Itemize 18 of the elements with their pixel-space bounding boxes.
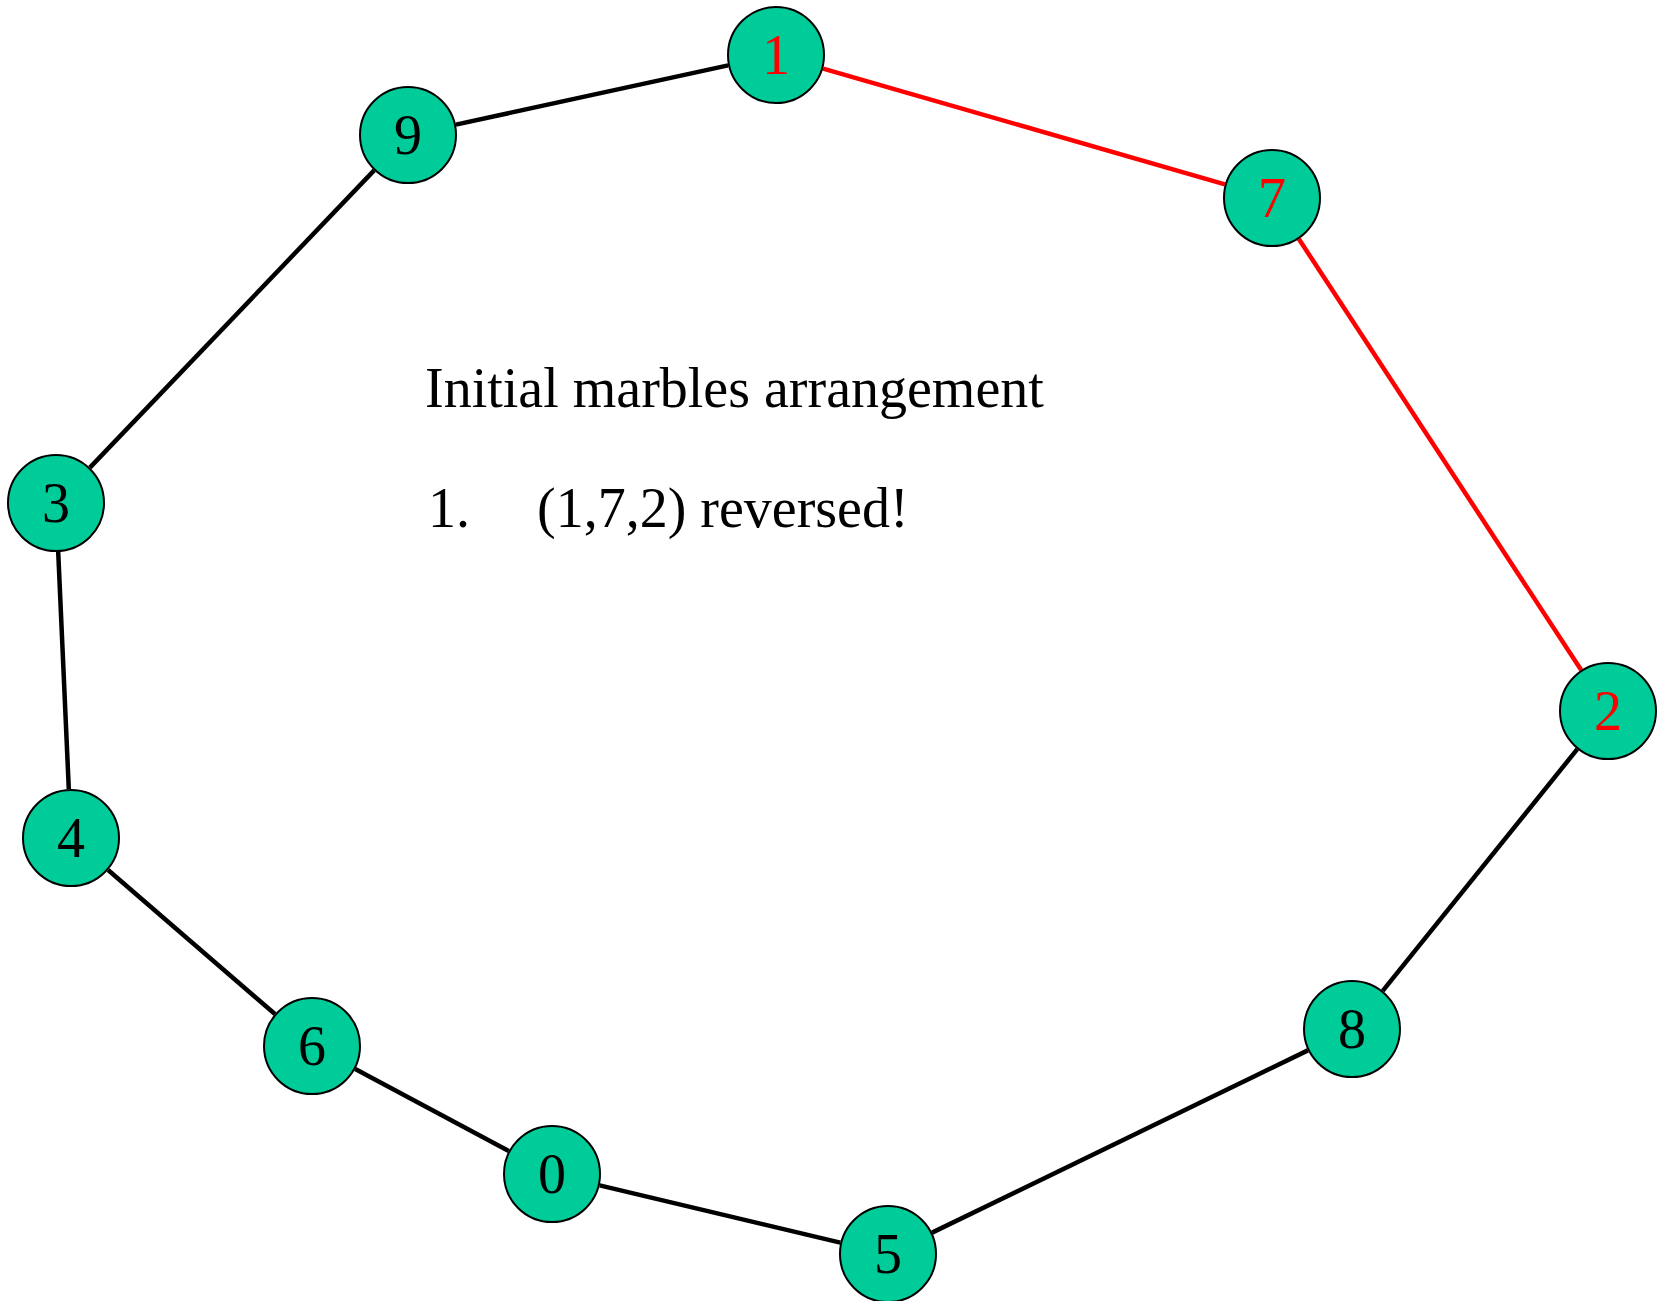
connector-line [55,551,72,790]
marble-number: 5 [874,1226,902,1282]
connector-line [1296,237,1584,672]
connector-line [88,168,376,470]
marble-number: 0 [538,1146,566,1202]
connector-line [354,1067,510,1153]
marble-number: 3 [42,475,70,531]
marble-number: 6 [298,1018,326,1074]
marble-number: 9 [394,107,422,163]
marble-number: 8 [1338,1001,1366,1057]
marble-number: 7 [1258,170,1286,226]
connector-line [106,868,277,1016]
marble-number: 1 [762,27,790,83]
marble-number: 2 [1594,683,1622,739]
list-number: 1. [428,480,470,536]
marble-number: 4 [57,810,85,866]
connector-line [931,1048,1309,1235]
connector-line [1380,747,1580,993]
